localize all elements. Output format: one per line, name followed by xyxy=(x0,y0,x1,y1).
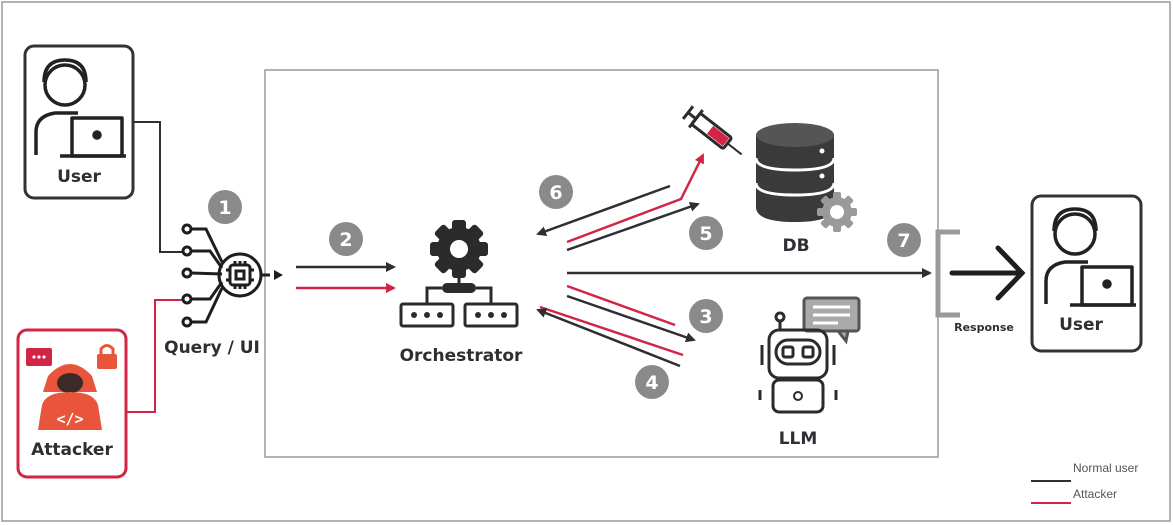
attacker-label: Attacker xyxy=(31,440,113,460)
user-laptop-icon xyxy=(1044,207,1136,307)
legend-attacker-label: Attacker xyxy=(1073,487,1117,501)
step-5-badge: 5 xyxy=(689,216,723,250)
user-right-card: User xyxy=(1030,194,1143,353)
response-label: Response xyxy=(954,321,1014,334)
legend: Normal user Attacker xyxy=(1031,461,1138,504)
svg-text:</>: </> xyxy=(56,410,83,428)
svg-text:7: 7 xyxy=(897,230,910,252)
query-ui-label: Query / UI xyxy=(164,338,260,358)
orchestrator-label: Orchestrator xyxy=(400,346,523,366)
step-4-attacker-line xyxy=(539,305,684,357)
step-3-attacker-line xyxy=(566,284,676,327)
user-left-card: User xyxy=(23,44,135,200)
query-ui-icon xyxy=(181,223,270,328)
step-5-attacker-arrow xyxy=(566,153,705,244)
database-icon xyxy=(754,123,857,232)
user-connector xyxy=(133,121,184,253)
svg-text:4: 4 xyxy=(645,372,658,394)
step-3-badge: 3 xyxy=(689,299,723,333)
attacker-card: </> Attacker xyxy=(16,328,128,479)
step-4-badge: 4 xyxy=(635,365,669,399)
step-5-normal-arrow xyxy=(566,201,700,252)
response-arrow-icon xyxy=(949,245,1026,301)
step-3-normal-arrow xyxy=(566,294,696,343)
db-label: DB xyxy=(782,236,809,256)
llm-robot-icon xyxy=(758,296,861,414)
response-bracket xyxy=(935,229,960,318)
user-laptop-icon xyxy=(34,58,126,158)
legend-normal-label: Normal user xyxy=(1073,461,1138,475)
step-7-badge: 7 xyxy=(887,223,921,257)
svg-text:1: 1 xyxy=(218,197,231,219)
step-6-return-arrow xyxy=(536,184,671,236)
hacker-icon: </> xyxy=(26,344,117,430)
query-output-arrow xyxy=(274,270,283,280)
svg-text:2: 2 xyxy=(339,229,352,251)
orchestrator-icon xyxy=(399,220,519,328)
svg-text:6: 6 xyxy=(549,182,562,204)
step-4-return-arrow xyxy=(536,308,681,368)
svg-text:5: 5 xyxy=(699,223,712,245)
user-left-label: User xyxy=(57,167,101,187)
svg-text:3: 3 xyxy=(699,306,712,328)
step-6-badge: 6 xyxy=(539,175,573,209)
step-1-badge: 1 xyxy=(208,190,242,224)
step-2-badge: 2 xyxy=(329,222,363,256)
syringe-icon xyxy=(681,105,743,156)
attacker-connector xyxy=(126,299,184,413)
llm-label: LLM xyxy=(779,429,818,449)
user-right-label: User xyxy=(1059,315,1103,335)
